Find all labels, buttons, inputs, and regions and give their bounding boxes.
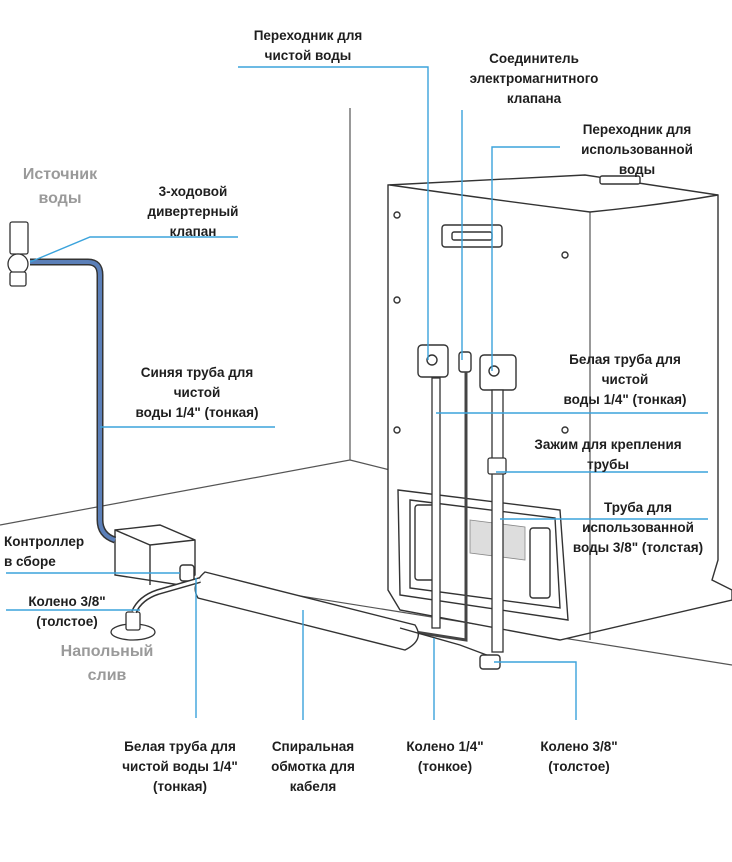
label-white-pipe-right: Белая труба для чистой воды 1/4" (тонкая…: [563, 352, 687, 407]
label-elbow-thin: Колено 1/4" (тонкое): [406, 739, 484, 774]
diverter-valve: [7, 221, 29, 287]
leader-lines: [6, 66, 708, 720]
label-diverter-valve: 3-ходовой дивертерный клапан: [147, 184, 239, 239]
controller-box: [114, 524, 196, 586]
label-blue-pipe: Синяя труба для чистой воды 1/4" (тонкая…: [135, 365, 259, 420]
label-cable-wrap: Спиральная обмотка для кабеля: [271, 739, 355, 794]
label-pipe-clamp: Зажим для крепления трубы: [534, 437, 682, 472]
label-white-pipe-bottom: Белая труба для чистой воды 1/4" (тонкая…: [122, 739, 238, 794]
label-floor-drain: Напольный слив: [60, 643, 154, 684]
floor-drain: [110, 577, 201, 641]
label-valve-connector: Соединитель электромагнитного клапана: [469, 51, 599, 106]
label-used-pipe: Труба для использованной воды 3/8" (толс…: [572, 500, 704, 555]
label-clean-adapter: Переходник для чистой воды: [253, 28, 363, 63]
label-elbow-thick: Колено 3/8" (толстое): [540, 739, 618, 774]
label-used-adapter: Переходник для использованной воды: [581, 122, 693, 177]
cable-wrap: [194, 571, 501, 670]
blue-pipe: [30, 258, 117, 544]
label-controller: Контроллер в сборе: [4, 534, 85, 569]
label-water-source: Источник воды: [22, 166, 98, 207]
label-elbow-left: Колено 3/8" (толстое): [28, 594, 106, 629]
appliance-pipes: [414, 372, 507, 653]
